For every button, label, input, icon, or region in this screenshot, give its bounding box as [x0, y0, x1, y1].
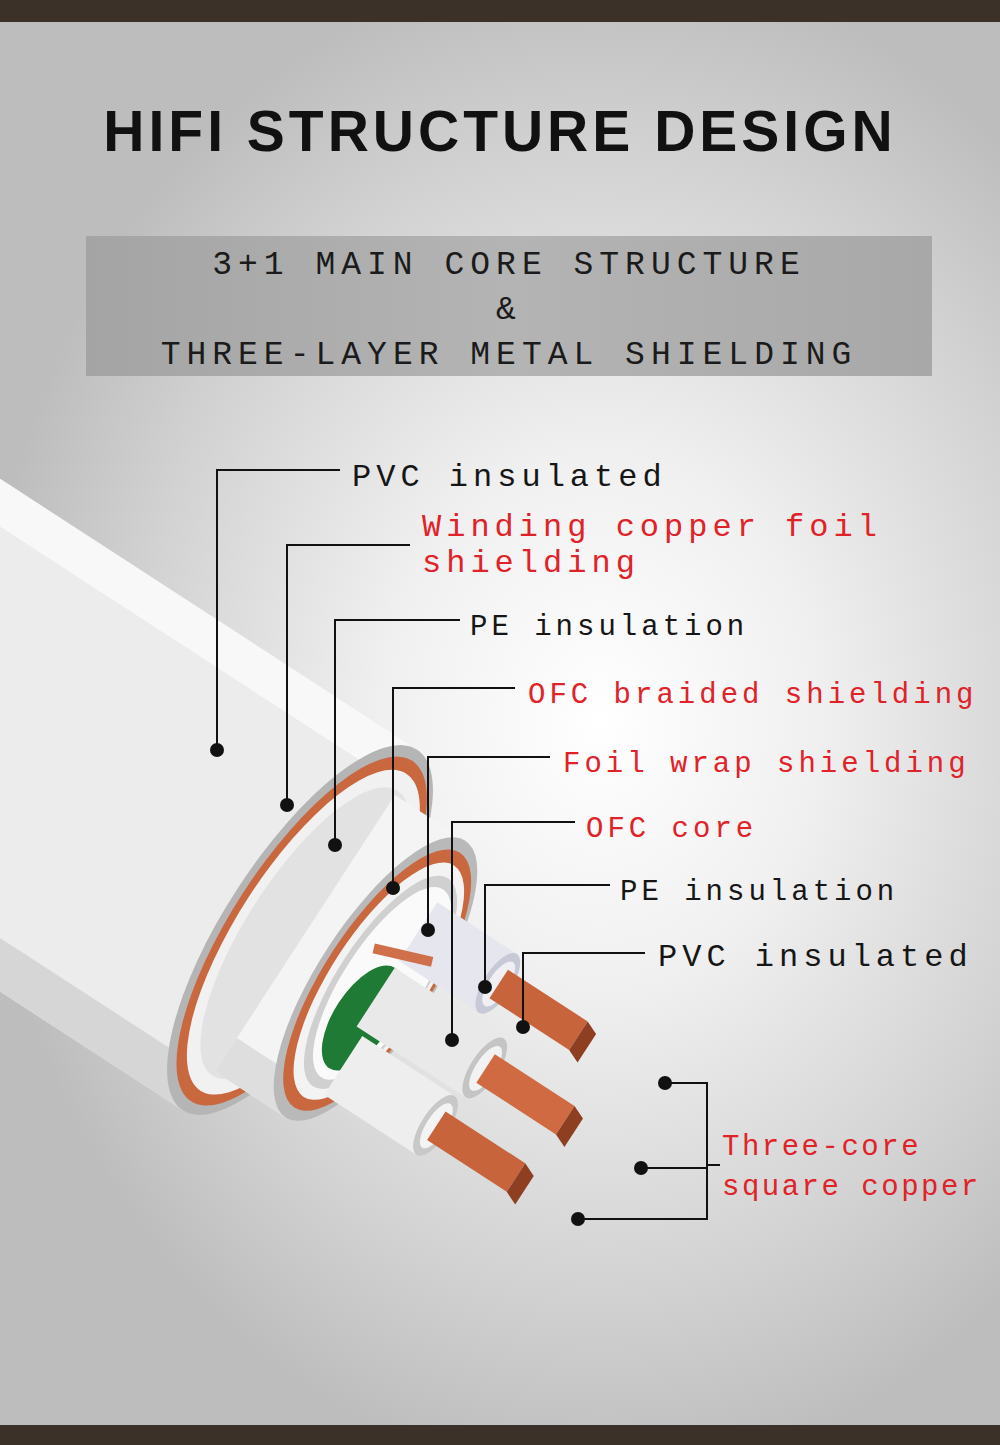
callout-label: OFC core [586, 812, 886, 848]
band-text: THREE-LAYER METAL SHIELDING [86, 333, 932, 378]
callout-label: Foil wrap shielding [563, 747, 983, 783]
band-text: & [86, 288, 932, 333]
callout-label: Winding copper foil shielding [422, 510, 912, 582]
callout-label: Three-core square copper [722, 1128, 992, 1208]
band-text: 3+1 MAIN CORE STRUCTURE [86, 243, 932, 288]
callout-label: PE insulation [620, 875, 980, 911]
callout-label: PVC insulated [658, 940, 998, 976]
bottom-bar [0, 1425, 1000, 1445]
callout-label: PE insulation [470, 610, 870, 646]
top-bar [0, 0, 1000, 22]
callout-label: PVC insulated [352, 460, 852, 496]
callout-label: OFC braided shielding [528, 678, 988, 714]
page-title: HIFI STRUCTURE DESIGN [0, 96, 1000, 166]
heading-band: 3+1 MAIN CORE STRUCTURE&THREE-LAYER META… [86, 236, 932, 376]
